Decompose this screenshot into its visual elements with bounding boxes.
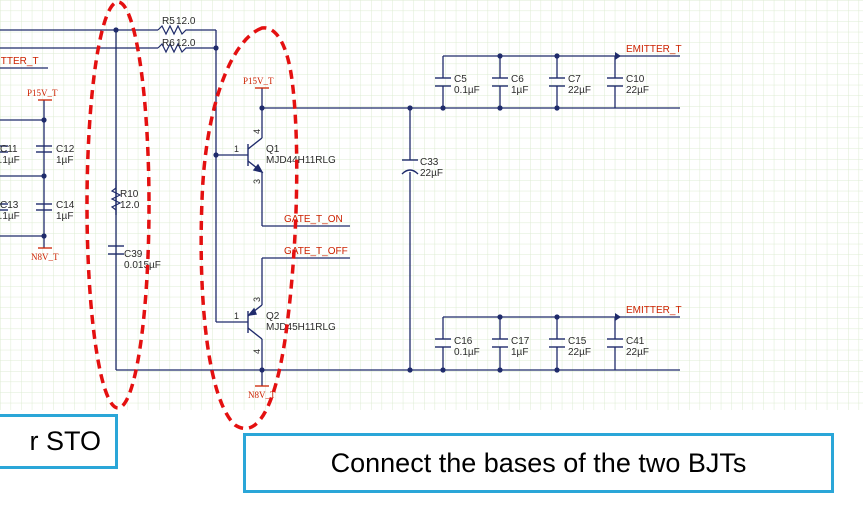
r5-ref: R5 bbox=[162, 16, 175, 27]
c5-value: 0.1µF bbox=[454, 85, 480, 96]
c39-value: 0.015µF bbox=[124, 260, 161, 271]
n8v-mid-label: N8V_T bbox=[248, 390, 276, 400]
q1-part: MJD44H11RLG bbox=[266, 155, 336, 166]
c12-value: 1µF bbox=[56, 155, 73, 166]
c12-ref: C12 bbox=[56, 144, 75, 155]
q1-collector-pin: 4 bbox=[252, 129, 262, 134]
q1-base-pin: 1 bbox=[234, 144, 239, 154]
junction-dots bbox=[41, 27, 560, 373]
r10-value: 12.0 bbox=[120, 200, 140, 211]
c16-value: 0.1µF bbox=[454, 347, 480, 358]
c5-ref: C5 bbox=[454, 74, 467, 85]
emitter-bottom-net: EMITTER_T bbox=[626, 305, 682, 316]
callout-left-text: r STO bbox=[29, 426, 101, 456]
c13-ref: C13 bbox=[0, 200, 19, 211]
callout-connect-bases: Connect the bases of the two BJTs bbox=[243, 433, 834, 493]
c17-value: 1µF bbox=[511, 347, 528, 358]
c10-value: 22µF bbox=[626, 85, 649, 96]
r5-value: 12.0 bbox=[176, 16, 196, 27]
transistor-q1-symbol bbox=[247, 137, 264, 174]
resistor-r6-symbol bbox=[157, 42, 198, 54]
c11-ref: C11 bbox=[0, 144, 18, 155]
gate-on-net: GATE_T_ON bbox=[284, 214, 343, 225]
c14-ref: C14 bbox=[56, 200, 75, 211]
capacitor-symbols bbox=[0, 77, 623, 348]
grid-background bbox=[0, 0, 863, 410]
c15-ref: C15 bbox=[568, 336, 587, 347]
c41-value: 22µF bbox=[626, 347, 649, 358]
resistor-r10-symbol bbox=[110, 187, 122, 211]
q2-part: MJD45H11RLG bbox=[266, 322, 336, 333]
p15v-mid-label: P15V_T bbox=[243, 76, 274, 86]
q2-collector-pin: 4 bbox=[252, 349, 262, 354]
q2-emitter-pin: 3 bbox=[252, 297, 262, 302]
power-symbols bbox=[38, 87, 269, 387]
c15-value: 22µF bbox=[568, 347, 591, 358]
r6-ref: R6 bbox=[162, 38, 175, 49]
c6-value: 1µF bbox=[511, 85, 528, 96]
c7-value: 22µF bbox=[568, 85, 591, 96]
transistor-q2-symbol bbox=[247, 304, 263, 340]
gate-off-net: GATE_T_OFF bbox=[284, 246, 348, 257]
q2-ref: Q2 bbox=[266, 311, 280, 322]
c13-value: 0.1µF bbox=[0, 211, 20, 222]
c41-ref: C41 bbox=[626, 336, 645, 347]
q1-ref: Q1 bbox=[266, 144, 280, 155]
c17-ref: C17 bbox=[511, 336, 530, 347]
resistor-r5-symbol bbox=[157, 24, 198, 36]
r10-ref: R10 bbox=[120, 189, 139, 200]
n8v-left-label: N8V_T bbox=[31, 252, 59, 262]
emitter-left-net: ITTER_T bbox=[0, 56, 39, 67]
c11-value: 0.1µF bbox=[0, 155, 20, 166]
c39-ref: C39 bbox=[124, 249, 143, 260]
net-arrows bbox=[615, 52, 621, 321]
callout-right-text: Connect the bases of the two BJTs bbox=[330, 447, 747, 478]
r6-value: 12.0 bbox=[176, 38, 196, 49]
callout-left-box: r STO bbox=[0, 414, 118, 469]
q2-base-pin: 1 bbox=[234, 311, 239, 321]
c6-ref: C6 bbox=[511, 74, 524, 85]
wires bbox=[0, 29, 680, 386]
highlight-ellipse-left bbox=[85, 0, 151, 410]
q1-emitter-pin: 3 bbox=[252, 179, 262, 184]
c7-ref: C7 bbox=[568, 74, 581, 85]
p15v-left-label: P15V_T bbox=[27, 88, 58, 98]
highlight-ellipse-middle bbox=[199, 26, 299, 431]
c16-ref: C16 bbox=[454, 336, 473, 347]
c14-value: 1µF bbox=[56, 211, 73, 222]
c10-ref: C10 bbox=[626, 74, 645, 85]
c33-ref: C33 bbox=[420, 157, 439, 168]
c33-value: 22µF bbox=[420, 168, 443, 179]
emitter-top-net: EMITTER_T bbox=[626, 44, 682, 55]
